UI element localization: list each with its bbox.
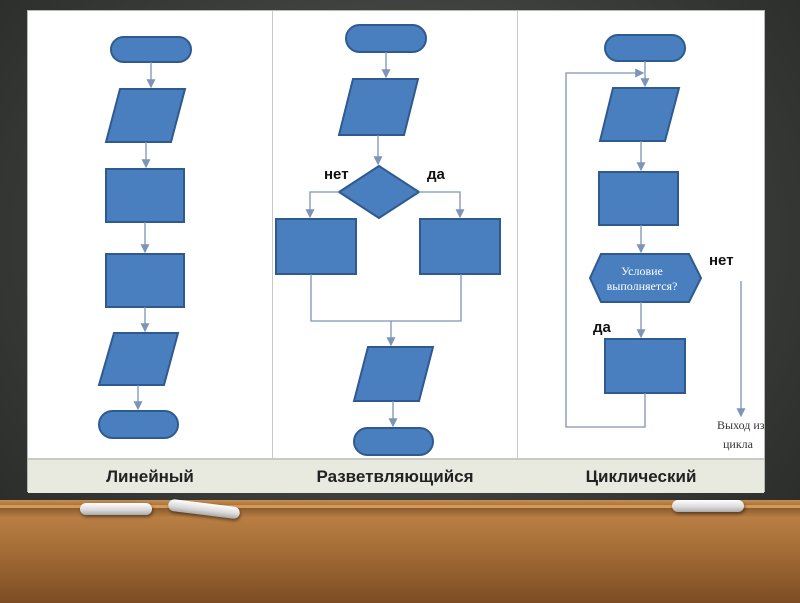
branch-decision-diamond — [337, 164, 421, 220]
linear-flowchart — [97, 36, 192, 439]
cycle-no-label: нет — [709, 252, 734, 269]
branch-merge-connector — [310, 274, 462, 322]
linear-output-parallelogram — [97, 332, 180, 386]
cycle-yes-label: да — [593, 319, 612, 336]
branch-yes-label: да — [427, 166, 446, 183]
branch-process-left — [275, 218, 357, 275]
linear-start-terminator — [110, 36, 192, 63]
cycle-exit-line2: цикла — [723, 437, 754, 451]
column-title-linear: Линейный — [106, 467, 194, 486]
linear-process-2 — [105, 253, 185, 308]
branch-yes-connector — [419, 191, 465, 219]
flowchart-diagrams: нет да Условие выполняется? нет да — [97, 24, 764, 456]
cycle-loop-back-connector — [565, 68, 646, 428]
column-divider-1 — [272, 11, 273, 491]
branch-end-terminator — [353, 427, 434, 456]
chalk-tray-lip — [0, 500, 800, 508]
cycle-exit-line1: Выход из — [717, 418, 764, 432]
chalk-stick-3 — [672, 500, 744, 512]
branching-flowchart: нет да — [275, 24, 501, 456]
cycle-condition-line2: выполняется? — [607, 279, 678, 293]
chalk-stick-1 — [80, 503, 152, 515]
cycle-process-1 — [598, 171, 679, 226]
linear-input-parallelogram — [104, 88, 187, 143]
branch-process-right — [419, 218, 501, 275]
branch-no-connector — [305, 191, 339, 219]
column-title-branching: Разветвляющийся — [316, 467, 474, 486]
flowchart-type-row: Линейный Разветвляющийся Циклический — [28, 458, 764, 493]
column-title-cyclic: Циклический — [585, 467, 697, 486]
column-divider-2 — [517, 11, 518, 491]
branch-no-label: нет — [324, 166, 349, 183]
branch-output-parallelogram — [352, 346, 435, 402]
linear-end-terminator — [98, 410, 179, 439]
cycle-process-2 — [604, 338, 686, 394]
linear-process-1 — [105, 168, 185, 223]
cycle-condition-line1: Условие — [621, 264, 663, 278]
cycle-start-terminator — [604, 34, 686, 62]
branch-input-parallelogram — [337, 78, 420, 136]
cycle-condition-hexagon — [588, 253, 703, 303]
branch-start-terminator — [345, 24, 427, 53]
cyclic-flowchart: Условие выполняется? нет да Выход из цик… — [565, 34, 764, 451]
flowchart-table: нет да Условие выполняется? нет да — [27, 10, 765, 493]
chalk-tray — [0, 505, 800, 603]
cycle-input-parallelogram — [598, 87, 681, 142]
